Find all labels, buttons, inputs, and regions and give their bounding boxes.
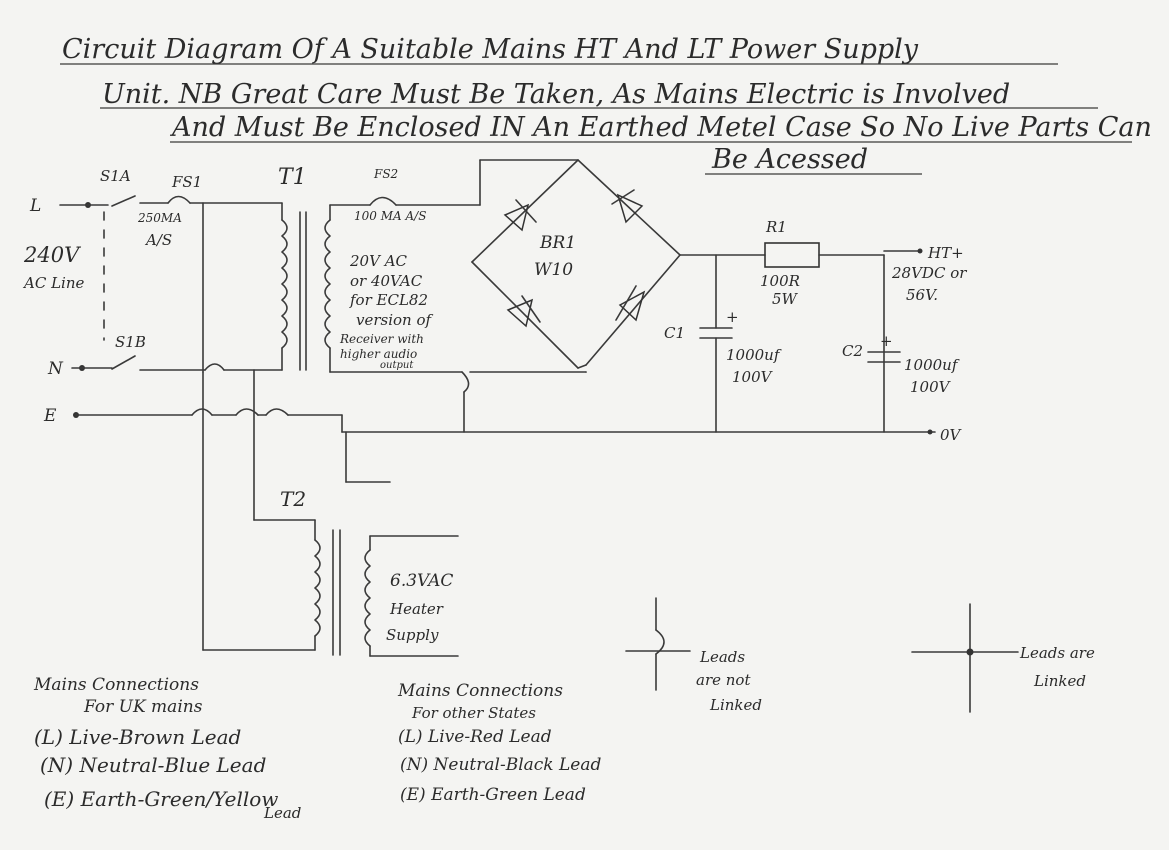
label-earth: E	[43, 406, 57, 426]
label-s1a: S1A	[100, 167, 131, 185]
heater-line-1: 6.3VAC	[390, 571, 453, 591]
label-t1: T1	[278, 165, 307, 190]
legend-not-linked-symbol	[625, 597, 691, 691]
t1-secondary-note: 20V AC or 40VAC for ECL82 version of Rec…	[339, 252, 434, 371]
rectifier-section	[329, 159, 681, 433]
t1-note-line-6: higher audio	[340, 347, 417, 361]
label-neutral: N	[47, 359, 64, 379]
uk-mains-notes: Mains Connections For UK mains (L) Live-…	[33, 675, 301, 822]
label-c1-value-1: 1000uf	[726, 346, 782, 364]
other-heading-1: Mains Connections	[397, 681, 563, 701]
uk-heading-2: For UK mains	[83, 697, 203, 717]
c2-plus: +	[880, 332, 893, 350]
label-fs2: FS2	[373, 167, 398, 181]
label-s1b: S1B	[115, 333, 146, 351]
not-linked-line-2: are not	[696, 671, 751, 689]
other-mains-notes: Mains Connections For other States (L) L…	[397, 681, 601, 805]
uk-neutral: (N) Neutral-Blue Lead	[40, 753, 266, 777]
label-c2: C2	[842, 342, 863, 360]
linked-line-1: Leads are	[1019, 644, 1095, 662]
label-live: L	[29, 196, 41, 216]
other-heading-2: For other States	[411, 704, 536, 722]
label-fs1-rating-2: A/S	[144, 231, 172, 249]
legend-not-linked-text: Leads are not Linked	[696, 648, 762, 714]
c1-plus: +	[726, 308, 739, 326]
uk-earth-cont: Lead	[263, 804, 301, 822]
label-ht-voltage-1: 28VDC or	[891, 264, 967, 282]
label-fs2-rating: 100 MA A/S	[354, 209, 426, 223]
legend-linked-text: Leads are Linked	[1019, 644, 1095, 690]
label-zero-volt: 0V	[940, 426, 963, 444]
label-c1-value-2: 100V	[732, 368, 774, 386]
heater-note: 6.3VAC Heater Supply	[386, 571, 453, 644]
t2-transformer	[253, 431, 459, 657]
label-supply-voltage: 240V	[23, 243, 81, 267]
title-block: Circuit Diagram Of A Suitable Mains HT A…	[60, 34, 1152, 175]
t1-transformer	[281, 202, 331, 373]
heater-line-3: Supply	[386, 626, 439, 644]
dc-output	[679, 242, 923, 433]
t1-note-line-5: Receiver with	[339, 332, 424, 346]
label-r1-value-2: 5W	[772, 290, 799, 308]
t1-note-line-4: version of	[356, 311, 434, 329]
label-fs1-rating-1: 250MA	[137, 211, 182, 225]
mains-input	[59, 195, 936, 651]
label-ht-voltage-2: 56V.	[906, 286, 938, 304]
uk-earth: (E) Earth-Green/Yellow	[44, 787, 278, 811]
label-fs1: FS1	[171, 173, 202, 191]
label-br1: BR1	[539, 233, 576, 253]
uk-live: (L) Live-Brown Lead	[34, 725, 241, 749]
title-line-4: Be Acessed	[711, 144, 868, 175]
uk-heading-1: Mains Connections	[33, 675, 199, 695]
other-live: (L) Live-Red Lead	[398, 727, 552, 747]
label-c2-value-2: 100V	[910, 378, 952, 396]
t1-note-line-7: output	[380, 360, 414, 371]
linked-line-2: Linked	[1033, 672, 1086, 690]
other-neutral: (N) Neutral-Black Lead	[400, 755, 601, 775]
legend-linked-symbol	[911, 603, 1019, 713]
label-c1: C1	[664, 324, 685, 342]
not-linked-line-1: Leads	[699, 648, 745, 666]
t1-note-line-2: or 40VAC	[350, 272, 423, 290]
label-c2-value-1: 1000uf	[904, 356, 960, 374]
label-ac-line: AC Line	[22, 274, 84, 292]
t1-note-line-3: for ECL82	[349, 291, 428, 309]
other-earth: (E) Earth-Green Lead	[400, 785, 586, 805]
label-ht-plus: HT+	[927, 244, 964, 262]
title-line-1: Circuit Diagram Of A Suitable Mains HT A…	[62, 34, 919, 65]
label-r1: R1	[765, 218, 787, 236]
t1-note-line-1: 20V AC	[349, 252, 408, 270]
label-br1-type: W10	[534, 260, 573, 280]
label-r1-value-1: 100R	[760, 272, 800, 290]
not-linked-line-3: Linked	[709, 696, 762, 714]
title-line-2: Unit. NB Great Care Must Be Taken, As Ma…	[102, 79, 1010, 110]
heater-line-2: Heater	[389, 600, 444, 618]
label-t2: T2	[280, 487, 306, 511]
title-line-3: And Must Be Enclosed IN An Earthed Metel…	[169, 112, 1152, 143]
